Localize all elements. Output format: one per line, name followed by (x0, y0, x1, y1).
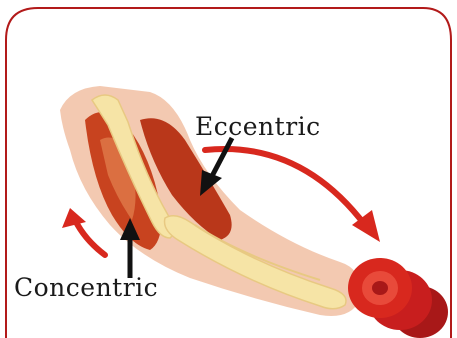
concentric-label: Concentric (14, 273, 158, 302)
eccentric-label: Eccentric (195, 112, 321, 141)
concentric-arrowhead (62, 208, 86, 228)
concentric-motion-arrow (75, 220, 105, 255)
dumbbell-weight (348, 258, 448, 338)
eccentric-pointer (210, 138, 232, 180)
